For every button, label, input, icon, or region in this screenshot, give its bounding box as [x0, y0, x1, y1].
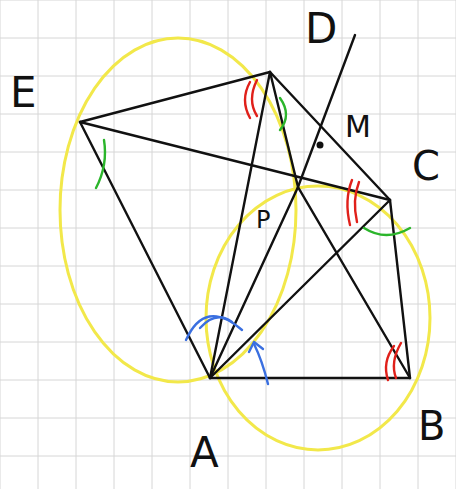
angle-arc — [386, 346, 394, 380]
angle-arc — [394, 343, 401, 378]
segment — [270, 72, 410, 378]
angle-arc — [347, 180, 352, 225]
grid-line — [190, 0, 191, 489]
segment — [210, 72, 270, 378]
grid-line — [0, 0, 1, 489]
grid-line — [76, 0, 77, 489]
grid-line — [0, 228, 456, 229]
point-label: E — [10, 72, 37, 114]
grid-line — [0, 418, 456, 419]
circle-outline — [60, 38, 296, 382]
point-label: M — [345, 112, 371, 142]
grid-line — [114, 0, 115, 489]
grid-line — [0, 0, 456, 1]
angle-arc — [254, 344, 268, 384]
point-label: C — [412, 146, 440, 186]
point-label: B — [418, 406, 445, 446]
segment — [210, 200, 390, 378]
segment — [80, 122, 390, 200]
grid-line — [0, 114, 456, 115]
grid-line — [0, 76, 456, 77]
grid-line — [0, 456, 456, 457]
grid-line — [0, 190, 456, 191]
point-label: P — [256, 208, 270, 232]
angle-arc — [355, 182, 359, 222]
angle-arc — [96, 140, 105, 188]
segment — [80, 72, 270, 122]
grid-line — [228, 0, 229, 489]
angle-arc — [252, 80, 257, 116]
point-label: D — [305, 8, 337, 50]
segment — [80, 122, 210, 378]
grid-line — [152, 0, 153, 489]
grid-line — [380, 0, 381, 489]
point-dot — [317, 142, 324, 149]
angle-arc — [200, 317, 232, 328]
grid-line — [38, 0, 39, 489]
grid-line — [0, 304, 456, 305]
angle-arc — [364, 228, 410, 235]
grid-line — [304, 0, 305, 489]
angle-arc — [186, 316, 242, 340]
angle-arc — [245, 82, 250, 118]
angle-arc — [280, 98, 286, 130]
arrow-tick — [249, 342, 263, 352]
segment — [210, 377, 410, 379]
segment — [270, 72, 390, 200]
grid-line — [0, 38, 456, 39]
segment — [210, 35, 355, 378]
grid-line — [0, 266, 456, 267]
point-label: A — [190, 432, 219, 474]
